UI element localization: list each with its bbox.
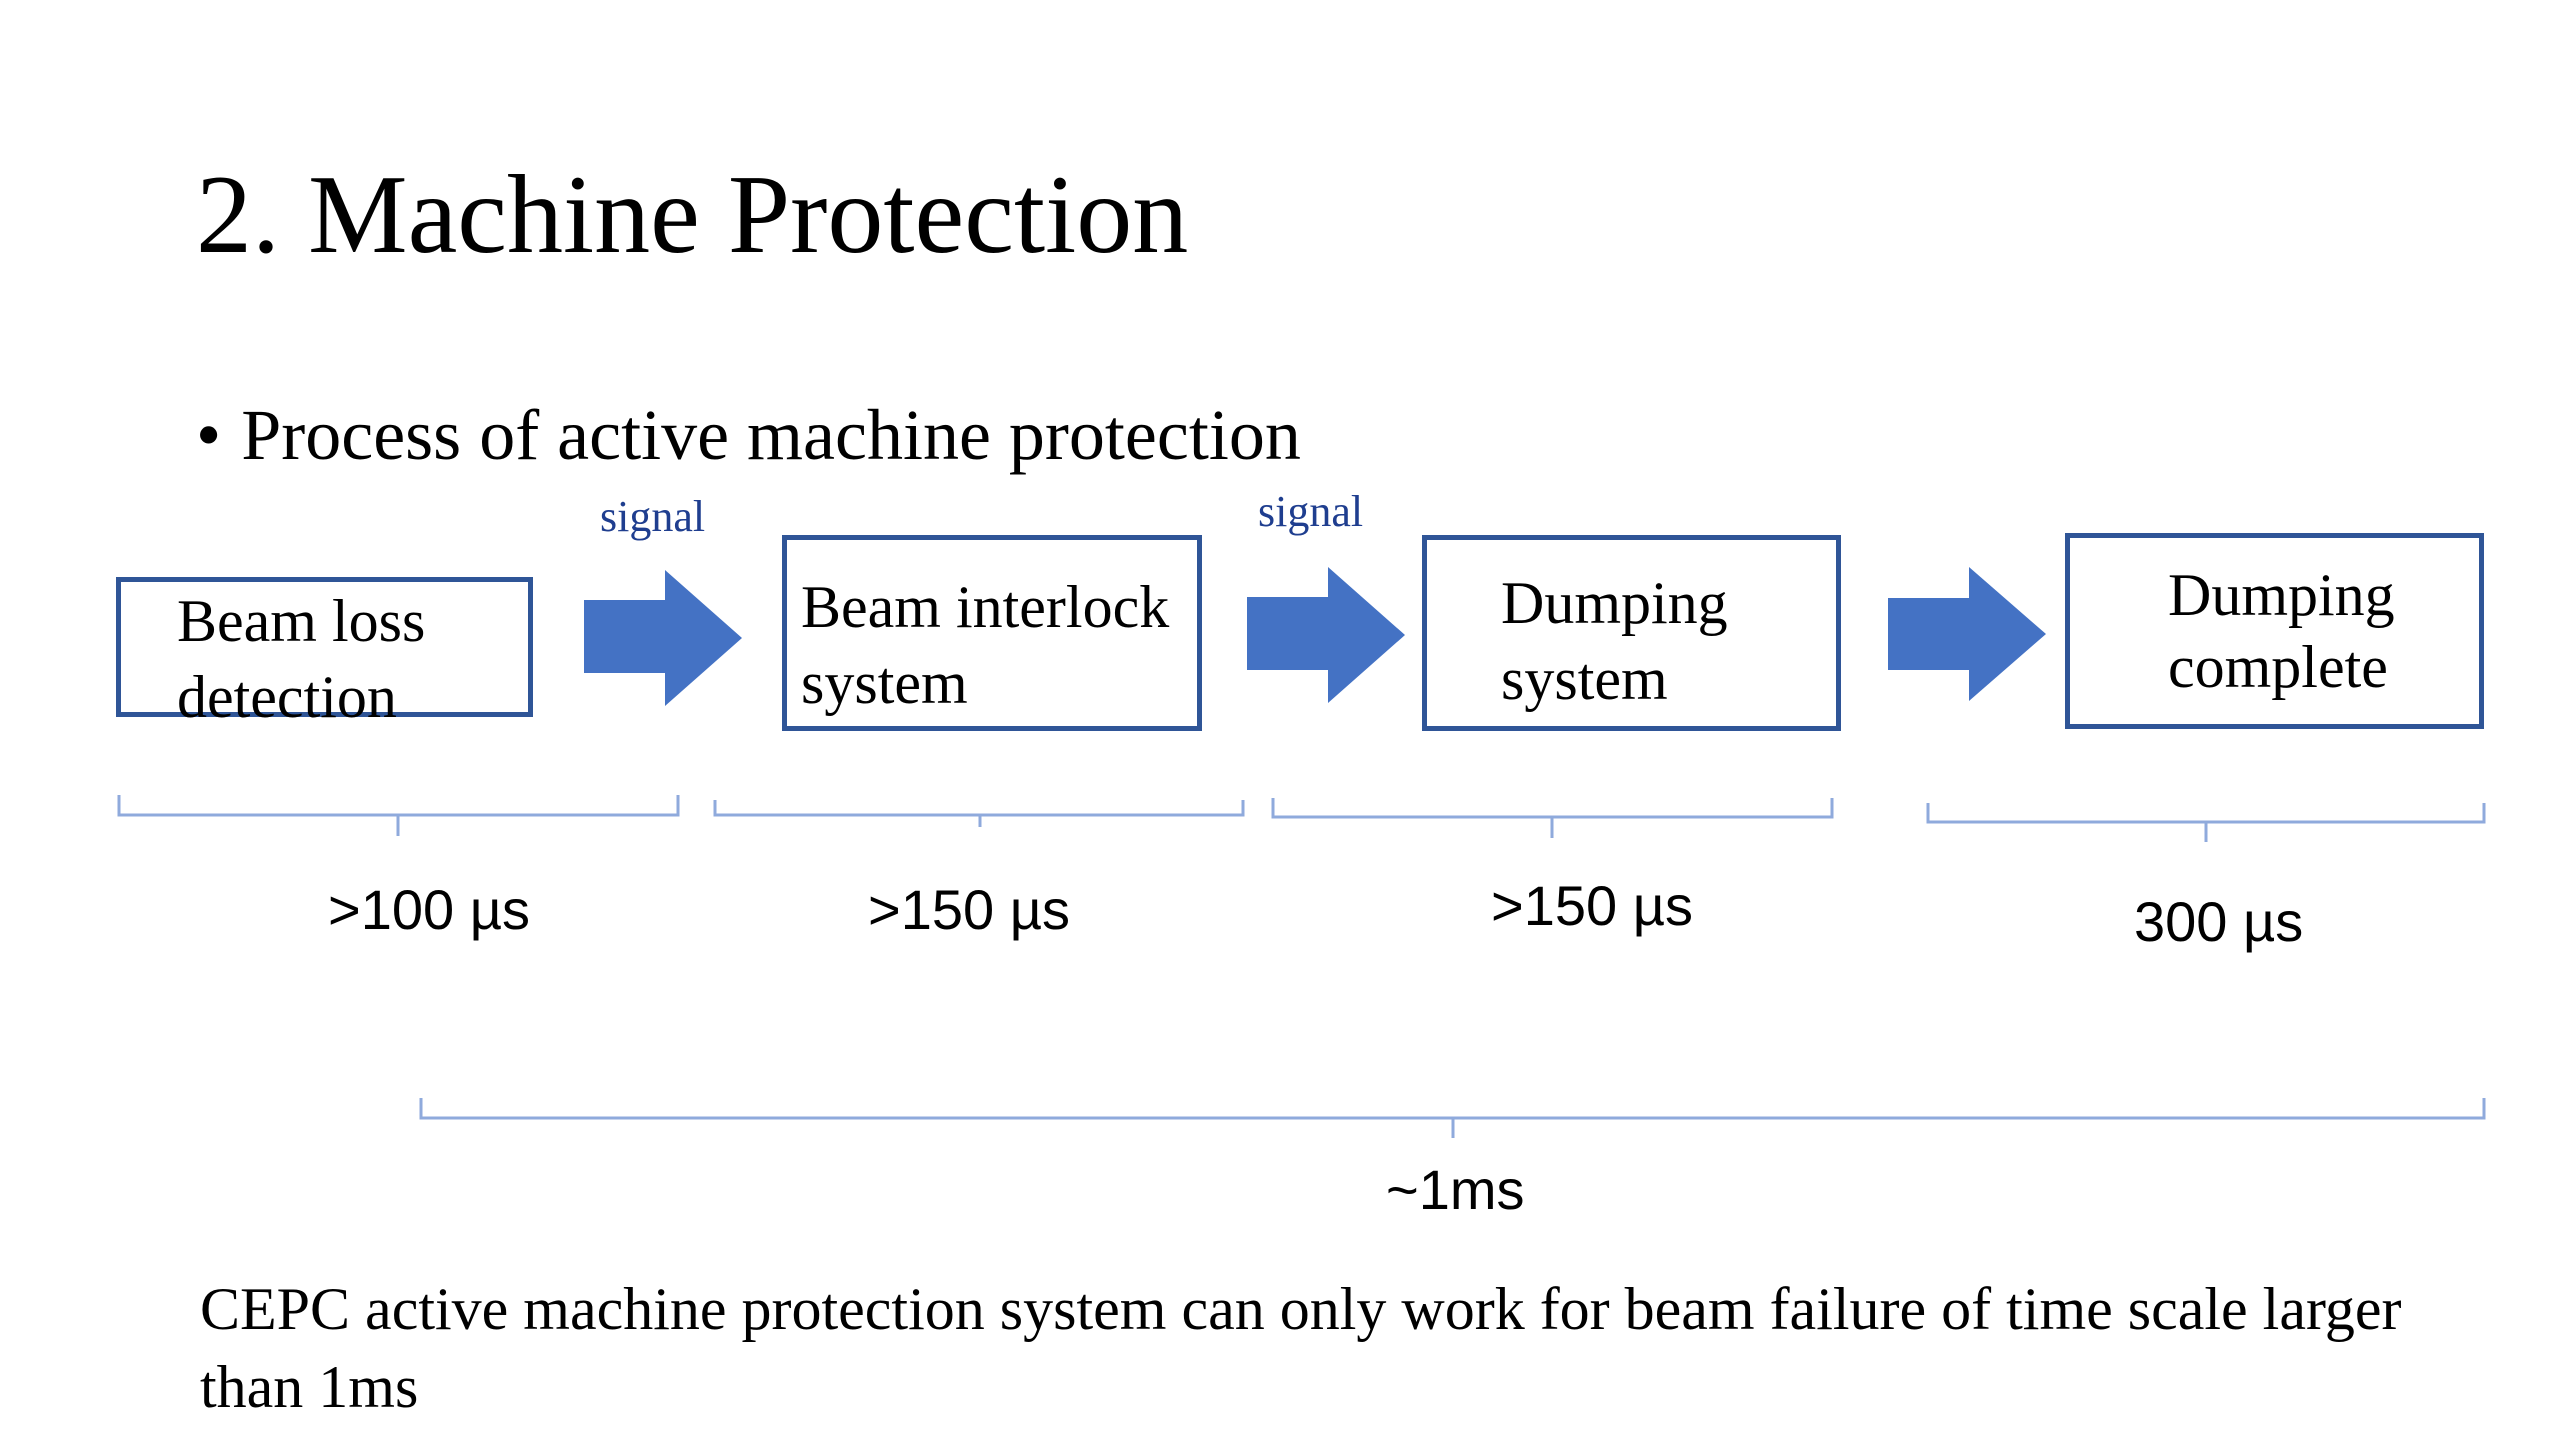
- duration-step-4: 300 µs: [2134, 890, 2304, 953]
- step-3-line-2: system: [1501, 646, 1668, 712]
- step-3-line-1: Dumping: [1501, 570, 1728, 636]
- bullet-marker: •: [196, 395, 222, 475]
- bracket-step-4: [1926, 803, 2486, 842]
- step-4-line-2: complete: [2168, 634, 2388, 700]
- bracket-step-3: [1271, 798, 1834, 838]
- bracket-step-1: [117, 795, 680, 836]
- step-1-line-1: Beam loss: [177, 588, 426, 654]
- summary-note: CEPC active machine protection system ca…: [200, 1276, 2402, 1420]
- bracket-step-2: [713, 800, 1245, 827]
- step-box-beam-interlock-system: Beam interlock system: [782, 535, 1202, 731]
- bracket-total: [419, 1098, 2486, 1138]
- step-box-dumping-complete: Dumping complete: [2065, 533, 2484, 729]
- step-2-line-2: system: [801, 650, 968, 716]
- bullet-text: Process of active machine protection: [241, 395, 1301, 475]
- step-1-line-2: detection: [177, 664, 397, 730]
- bullet-item: •Process of active machine protection: [196, 390, 1301, 480]
- duration-step-3: >150 µs: [1491, 874, 1693, 937]
- flow-arrow-3: [1888, 567, 2046, 701]
- step-box-beam-loss-detection: Beam loss detection: [116, 577, 533, 730]
- step-4-line-1: Dumping: [2168, 562, 2395, 628]
- flow-arrow-2: [1247, 567, 1405, 703]
- signal-label-2: signal: [1258, 487, 1364, 536]
- signal-label-1: signal: [600, 492, 706, 541]
- step-box-dumping-system: Dumping system: [1422, 535, 1841, 731]
- slide-title: 2. Machine Protection: [196, 153, 1189, 277]
- duration-step-2: >150 µs: [868, 878, 1070, 941]
- step-2-line-1: Beam interlock: [801, 574, 1170, 640]
- duration-total: ~1ms: [1386, 1158, 1525, 1221]
- duration-step-1: >100 µs: [328, 878, 530, 941]
- flow-arrow-1: [584, 570, 742, 706]
